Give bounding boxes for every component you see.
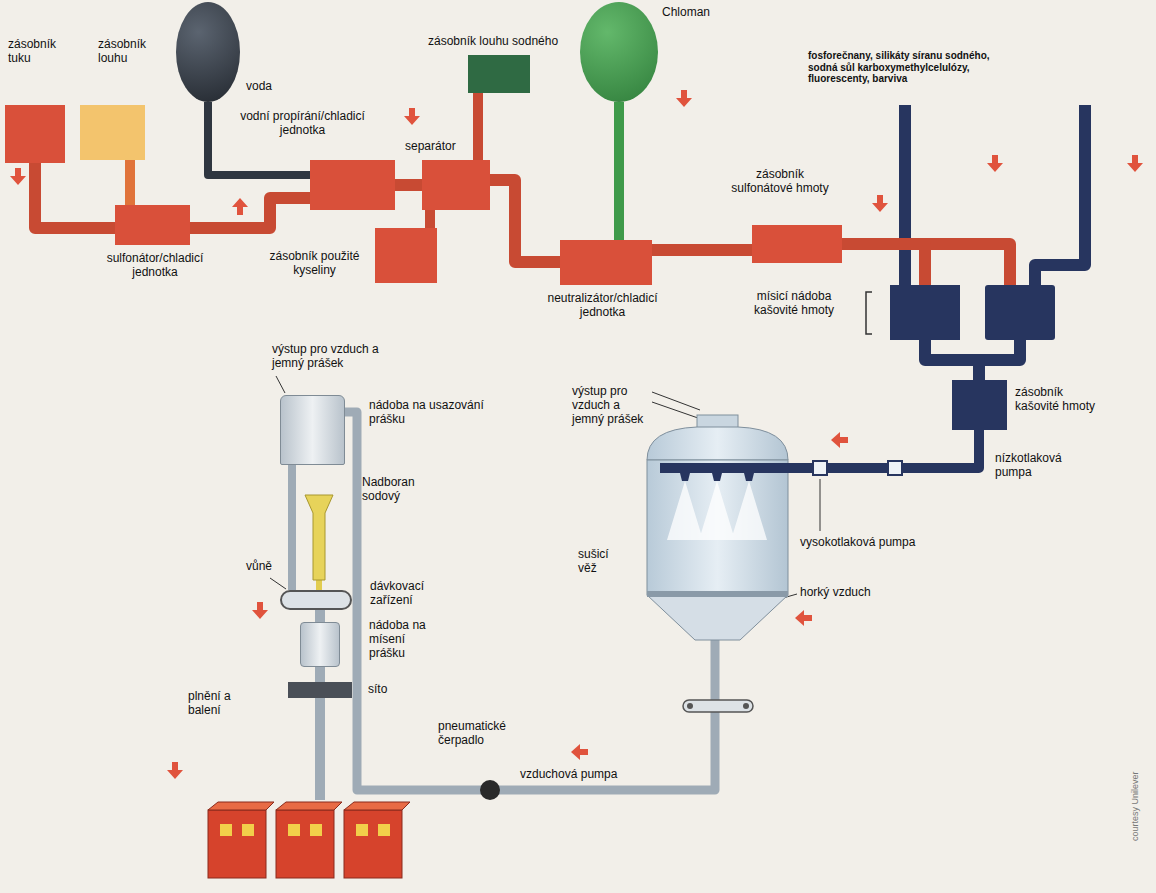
node-label: sulfonátor/chladicí jednotka bbox=[95, 252, 215, 280]
ingredient-note: fosforečnany, silikáty síranu sodného, s… bbox=[808, 50, 993, 85]
drying-tower: sušicí věž bbox=[645, 415, 790, 640]
node-label: dávkovací zařízení bbox=[370, 580, 460, 608]
perborate-hopper: Nadboran sodový bbox=[305, 495, 333, 580]
node-label: vodní propírání/chladicí jednotka bbox=[240, 110, 365, 138]
pump-label: vzduchová pumpa bbox=[520, 768, 640, 782]
process-unit: neutralizátor/chladicí jednotka bbox=[560, 240, 652, 285]
mixing-vessel bbox=[985, 285, 1055, 340]
node-label: separátor bbox=[405, 140, 467, 154]
pipe bbox=[315, 667, 325, 682]
pipe bbox=[395, 179, 422, 191]
node-label: zásobník louhu bbox=[98, 38, 158, 66]
storage-tank: zásobník sulfonátové hmoty bbox=[752, 225, 842, 263]
dosing-conveyor: dávkovací zařízení bbox=[280, 590, 352, 610]
pipe bbox=[35, 163, 115, 228]
pipe bbox=[614, 102, 624, 240]
chlorine-tank: Chloman bbox=[580, 2, 658, 102]
process-unit: separátor bbox=[422, 160, 490, 210]
node-label: zásobník louhu sodného bbox=[428, 35, 578, 49]
pipe bbox=[473, 93, 483, 160]
node-label: zásobník tuku bbox=[8, 38, 66, 66]
node-label: plnění a balení bbox=[188, 690, 250, 718]
leader-line bbox=[270, 376, 820, 600]
fragrance-label: vůně bbox=[246, 560, 286, 574]
pipe bbox=[315, 698, 325, 800]
node-label: zásobník sulfonátové hmoty bbox=[725, 168, 835, 196]
outlet-label: výstup pro vzduch a jemný prášek bbox=[272, 343, 390, 371]
pipe bbox=[490, 180, 560, 262]
node-label: nádoba na mísení prášku bbox=[369, 619, 444, 660]
pipe bbox=[425, 210, 435, 228]
drying-tower-shape bbox=[645, 415, 790, 640]
pump-symbol bbox=[480, 461, 902, 800]
node-label: zásobník použité kyseliny bbox=[262, 250, 367, 278]
node-label: síto bbox=[368, 683, 408, 697]
node-label: sušicí věž bbox=[578, 548, 630, 576]
packing-station: plnění a balení bbox=[200, 800, 410, 880]
flow-arrow bbox=[10, 90, 1143, 779]
storage-tank: zásobník louhu bbox=[80, 105, 145, 160]
pump-label: pneumatické čerpadlo bbox=[438, 720, 533, 748]
node-label: zásobník kašovité hmoty bbox=[1015, 386, 1107, 414]
process-unit: vodní propírání/chladicí jednotka bbox=[310, 160, 395, 210]
powder-mixer: nádoba na mísení prášku bbox=[300, 622, 340, 667]
storage-tank: zásobník použité kyseliny bbox=[375, 228, 437, 283]
water-tank: voda bbox=[176, 2, 240, 102]
storage-tank: zásobník tuku bbox=[5, 105, 65, 163]
pipe bbox=[316, 580, 322, 590]
pipe bbox=[288, 465, 296, 590]
pipe bbox=[315, 610, 325, 622]
node-label: mísicí nádoba kašovité hmoty bbox=[735, 290, 853, 318]
bracket bbox=[866, 292, 872, 334]
node-label: Nadboran sodový bbox=[362, 476, 437, 504]
slurry-tank: zásobník kašovité hmoty bbox=[952, 380, 1007, 430]
process-unit: sulfonátor/chladicí jednotka bbox=[115, 205, 190, 245]
settling-vessel: nádoba na usazování prášku bbox=[280, 395, 345, 465]
node-label: Chloman bbox=[662, 6, 732, 20]
pipe bbox=[190, 198, 310, 228]
outlet-label: výstup pro vzduch a jemný prášek bbox=[572, 385, 648, 426]
hopper-shape bbox=[305, 495, 333, 580]
pump-label: nízkotlaková pumpa bbox=[995, 452, 1090, 480]
detergent-box bbox=[200, 800, 410, 880]
mixing-vessel: mísicí nádoba kašovité hmoty bbox=[890, 285, 960, 340]
storage-tank: zásobník louhu sodného bbox=[468, 55, 530, 93]
node-label: nádoba na usazování prášku bbox=[369, 399, 489, 427]
watermark: courtesy Unilever bbox=[1130, 751, 1140, 861]
pipe bbox=[842, 244, 925, 285]
pipe bbox=[125, 160, 135, 205]
pipe bbox=[652, 244, 752, 256]
pipe bbox=[925, 340, 979, 380]
node-label: neutralizátor/chladicí jednotka bbox=[540, 292, 665, 320]
air-label: horký vzduch bbox=[800, 586, 900, 600]
pump-label: vysokotlaková pumpa bbox=[800, 536, 950, 550]
node-label: voda bbox=[246, 80, 291, 94]
conveyor-belt bbox=[683, 700, 753, 712]
sieve: síto bbox=[288, 682, 352, 698]
